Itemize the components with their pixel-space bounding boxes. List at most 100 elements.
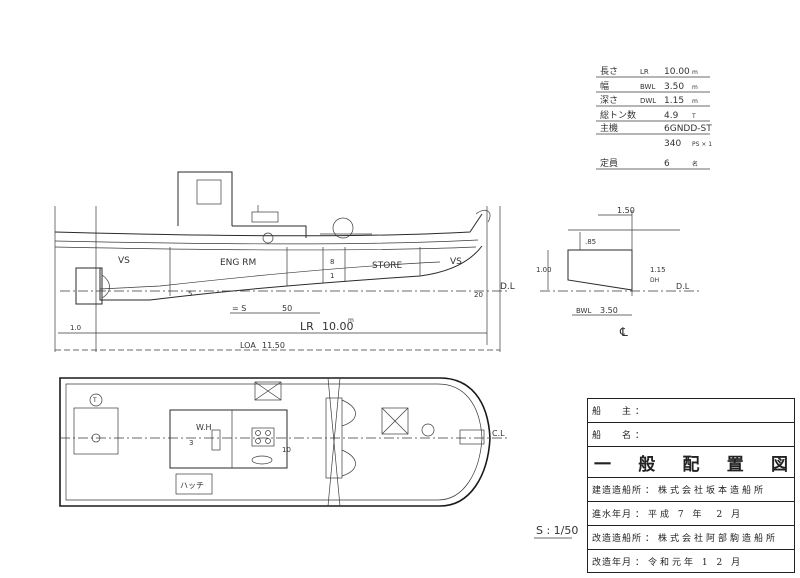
refit-date-label: 改造年月 [592,557,633,568]
frame-label: 10 [282,446,291,454]
title-char: 配 [682,454,700,475]
lr-unit: m [348,317,354,324]
owner-label: 船 主 [592,407,633,417]
cylinder-icon [265,430,271,436]
spec-label: 定員 [600,157,618,169]
launch-row: 進水年月 ： 平成 7 年 2 月 [588,502,794,526]
section-breadth-value: 3.50 [600,306,618,315]
winch-drum [341,399,356,427]
plan-view: C.L W.H 3 10 ハッチ T [59,377,510,507]
fore-hatch-cross [381,407,409,435]
launch-separator: ： [635,510,646,520]
frame-mark: 8 [330,258,334,266]
builder-label: 建造造船所 [592,486,643,496]
dl-label: D.L [500,282,515,292]
title-char: 般 [638,454,656,475]
bow-fitting [475,210,491,223]
deck-line [54,246,477,251]
winch-plan [325,397,343,479]
station-20-label: 20 [474,291,483,299]
spec-value: 6GNDD-ST [664,124,712,134]
deck-outline [59,377,491,507]
cabin-top [232,225,307,238]
loa-value: 11.50 [262,341,285,350]
rudder [75,267,103,305]
anchor-winch-icon [421,423,435,437]
title-block: 船 主 ： 船 名 ： 一 般 配 置 図 建造造船所 ： 株式会社坂本造船所 … [587,398,795,573]
lr-value: 10.00 [322,320,354,333]
midship-section-view: 1.50 .85 1.00 1.15 DH D.L BWL 3.50 ℄ [536,206,700,339]
spec-label: 総トン数 [600,109,636,121]
drawing-title: 一 般 配 置 図 [588,447,794,478]
cylinder-icon [255,430,261,436]
ship-name-row: 船 名 ： [588,423,794,447]
section-depth-label: 1.15 [650,266,666,274]
refit-date-value: 令和元年 1 2 月 [648,557,744,568]
section-left-dim-label: .85 [585,238,596,246]
spec-value: 6 [664,159,670,169]
shaft-line [99,261,441,290]
bow-roller [459,429,485,445]
spec-unit: T [691,113,696,120]
builder-row: 建造造船所 ： 株式会社坂本造船所 [588,478,794,502]
section-top-dim-label: 1.50 [617,206,635,215]
spec-value: 3.50 [664,82,684,92]
section-dl-label: D.L [676,282,690,291]
spec-unit: PS × 1 [692,141,712,148]
room-label: VS [118,256,130,266]
deck-opening [251,455,273,465]
section-left-dim-label: 1.00 [536,266,552,274]
scale-note: S : 1/50 [534,524,578,539]
spec-value: 340 [664,139,681,149]
launch-label: 進水年月 [592,510,633,520]
winch-drum [341,449,356,477]
cylinder-icon [265,438,271,444]
wh-label: W.H [196,423,212,432]
lr-label: LR [300,320,314,333]
builder-value: 株式会社坂本造船所 [658,486,767,496]
cl-label: C.L [492,429,505,438]
ship-name-separator: ： [635,431,646,441]
propeller [101,274,110,299]
left-offset-label: 1.0 [70,324,81,332]
room-label: ENG RM [220,258,256,268]
hull-bottom-line [99,245,483,301]
spec-value: 1.15 [664,96,684,106]
spec-label: 幅 [600,80,609,92]
hatch-cover [175,473,213,495]
bulwark-line [54,239,479,245]
spacing-value: 50 [282,304,292,313]
spec-value: 4.9 [664,111,679,121]
wheelhouse-window [196,179,222,205]
spec-unit: m [692,69,698,76]
frame-label: 3 [189,439,193,447]
owner-row: 船 主 ： [588,399,794,423]
engine-hatch [251,427,275,447]
sheer-line [54,213,483,237]
title-char: 一 [594,454,611,475]
porthole-icon [262,232,274,244]
deck-fitting [254,381,282,401]
title-char: 置 [726,454,744,475]
winch-icon [332,217,354,239]
cylinder-icon [255,438,261,444]
spec-unit: m [692,84,698,91]
loa-label: LOA [240,341,256,350]
builder-separator: ： [645,486,656,496]
ship-name-label: 船 名 [592,431,633,441]
section-hull [567,249,633,291]
spec-value: 10.00 [664,67,690,77]
wheelhouse [177,171,233,226]
circle-mark: T [92,397,97,404]
room-label: VS [450,257,462,267]
launch-value: 平成 7 年 2 月 [648,510,744,520]
winch-frame-line [327,377,341,507]
section-depth-sym: DH [650,277,659,284]
spec-label: 深さ [600,95,618,106]
spacing-note: = S [232,304,246,313]
refit-date-separator: ： [635,557,646,568]
spec-symbol: LR [640,68,649,76]
title-char: 図 [771,454,788,475]
side-profile-view: VS ENG RM STORE VS 8 1 5 20 D.L = S 50 1… [54,171,515,352]
